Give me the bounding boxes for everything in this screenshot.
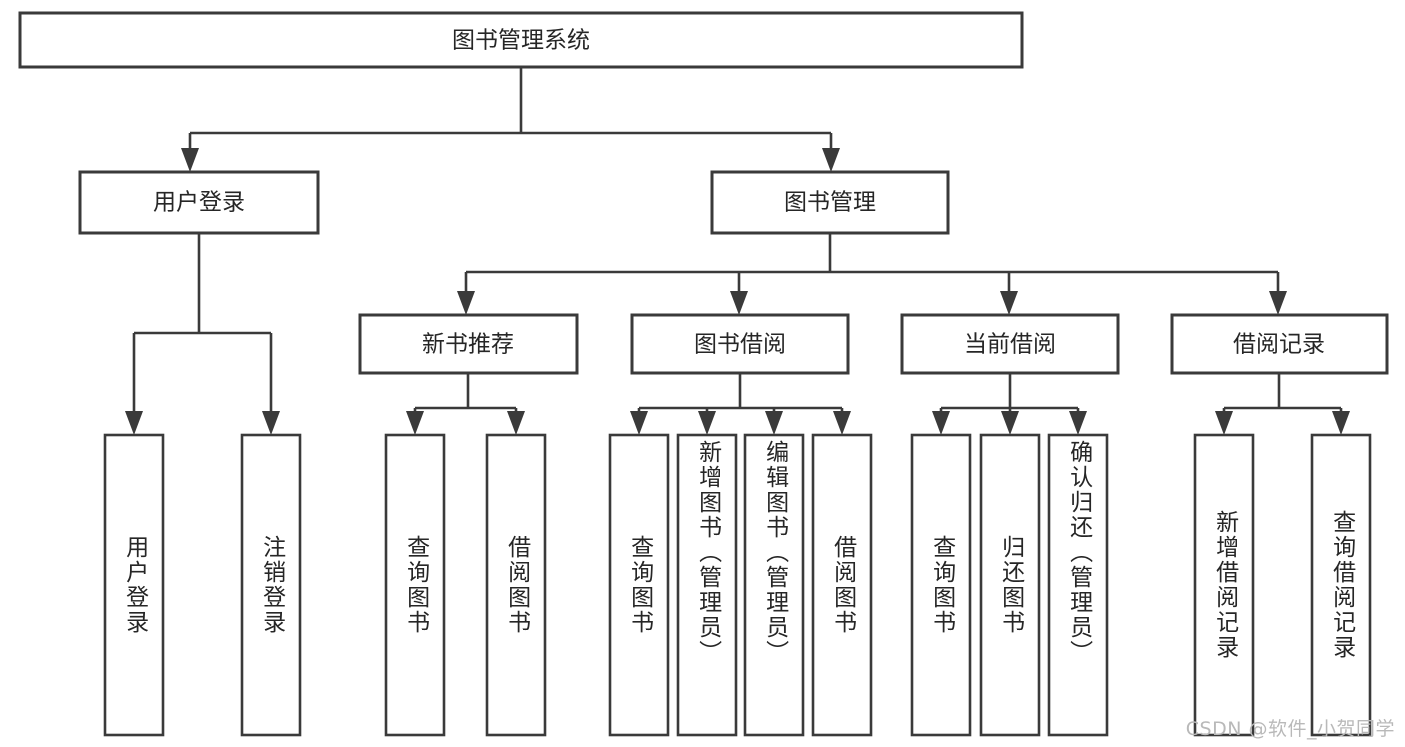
node-book-management-box[interactable] xyxy=(710,170,950,235)
node-book-management[interactable]: 图书管理 xyxy=(710,170,950,235)
leaf-box-user-login-1[interactable] xyxy=(103,433,165,737)
arrow-record-leaf-1 xyxy=(1215,411,1233,435)
node-book-management-label: 图书管理 xyxy=(784,190,876,216)
leaf-box-new-book-2[interactable] xyxy=(485,433,547,737)
arrow-to-book-borrow xyxy=(730,291,748,315)
arrow-to-borrow-record xyxy=(1269,291,1287,315)
leaf-box-current-borrow-1[interactable] xyxy=(910,433,972,737)
arrow-newbook-leaf-1 xyxy=(406,411,424,435)
node-borrow-record[interactable]: 借阅记录 xyxy=(1170,313,1389,375)
node-book-borrow-label: 图书借阅 xyxy=(694,332,786,358)
arrow-current-leaf-2 xyxy=(1001,411,1019,435)
arrow-borrow-leaf-4 xyxy=(833,411,851,435)
leaf-box-borrow-record-2[interactable] xyxy=(1310,433,1372,737)
node-root-system-box[interactable] xyxy=(18,11,1024,69)
arrow-login-leaf-2 xyxy=(262,411,280,435)
node-new-book-recommend[interactable]: 新书推荐 xyxy=(358,313,579,375)
leaf-box-new-book-1[interactable] xyxy=(384,433,446,737)
node-user-login-label: 用户登录 xyxy=(153,190,245,216)
node-root-system[interactable]: 图书管理系统 xyxy=(18,11,1024,69)
leaf-box-borrow-record-1[interactable] xyxy=(1193,433,1255,737)
csdn-watermark: CSDN @软件_小贺同学 xyxy=(1185,718,1395,740)
leaf-box-current-borrow-2[interactable] xyxy=(979,433,1041,737)
node-root-system-label: 图书管理系统 xyxy=(452,28,590,54)
arrow-current-leaf-1 xyxy=(932,411,950,435)
arrow-newbook-leaf-2 xyxy=(507,411,525,435)
arrow-current-leaf-3 xyxy=(1069,411,1087,435)
leaf-box-user-login-2[interactable] xyxy=(240,433,302,737)
leaf-box-book-borrow-4[interactable] xyxy=(811,433,873,737)
leaf-box-current-borrow-3[interactable] xyxy=(1047,433,1109,737)
node-book-borrow-box[interactable] xyxy=(630,313,850,375)
node-current-borrow-box[interactable] xyxy=(900,313,1120,375)
arrow-record-leaf-2 xyxy=(1332,411,1350,435)
node-new-book-recommend-box[interactable] xyxy=(358,313,579,375)
arrow-root-to-bookmgmt xyxy=(822,148,840,172)
arrow-root-to-login xyxy=(181,148,199,172)
leaf-box-book-borrow-2[interactable] xyxy=(676,433,738,737)
arrow-to-new-book xyxy=(457,291,475,315)
leaf-box-group xyxy=(103,433,1372,737)
leaf-box-book-borrow-3[interactable] xyxy=(743,433,805,737)
arrow-borrow-leaf-3 xyxy=(765,411,783,435)
arrow-borrow-leaf-2 xyxy=(698,411,716,435)
arrow-to-current-borrow xyxy=(1000,291,1018,315)
node-borrow-record-box[interactable] xyxy=(1170,313,1389,375)
arrow-borrow-leaf-1 xyxy=(630,411,648,435)
node-new-book-recommend-label: 新书推荐 xyxy=(422,332,514,358)
leaf-box-book-borrow-1[interactable] xyxy=(608,433,670,737)
node-current-borrow[interactable]: 当前借阅 xyxy=(900,313,1120,375)
node-borrow-record-label: 借阅记录 xyxy=(1233,332,1325,358)
node-book-borrow[interactable]: 图书借阅 xyxy=(630,313,850,375)
node-current-borrow-label: 当前借阅 xyxy=(964,332,1056,358)
arrow-login-leaf-1 xyxy=(125,411,143,435)
node-user-login-box[interactable] xyxy=(78,170,320,235)
node-user-login[interactable]: 用户登录 xyxy=(78,170,320,235)
connector-group xyxy=(125,67,1350,435)
